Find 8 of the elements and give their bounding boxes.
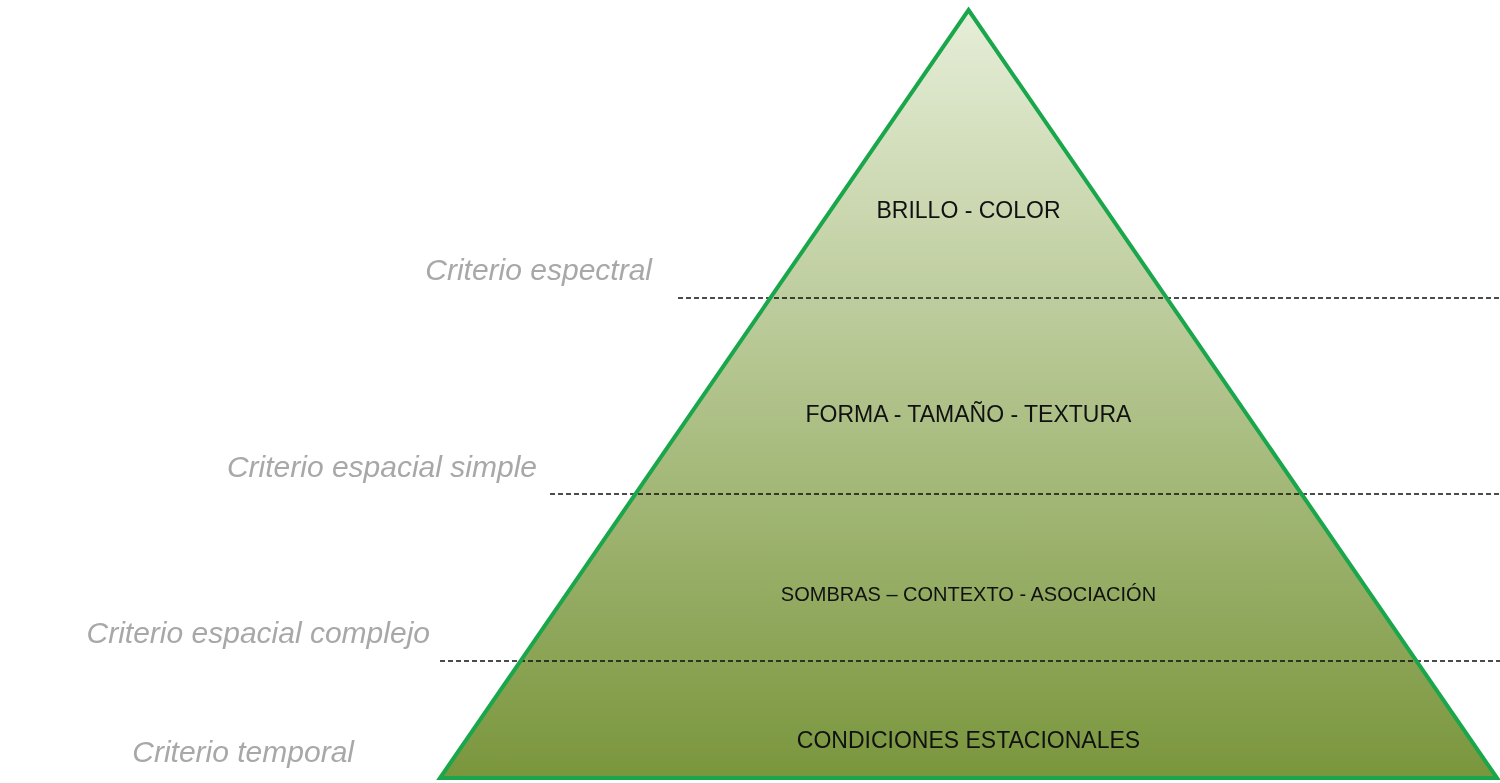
level-text: BRILLO - COLOR — [875, 196, 1062, 224]
level-text: FORMA - TAMAÑO - TEXTURA — [804, 400, 1133, 428]
criterion-label: Criterio espectral — [425, 252, 652, 288]
level-text: CONDICIONES ESTACIONALES — [795, 726, 1142, 754]
criterion-label: Criterio temporal — [132, 734, 354, 770]
level-text: SOMBRAS – CONTEXTO - ASOCIACIÓN — [779, 582, 1158, 607]
criterion-label: Criterio espacial complejo — [86, 615, 430, 651]
criterion-label: Criterio espacial simple — [226, 449, 537, 485]
